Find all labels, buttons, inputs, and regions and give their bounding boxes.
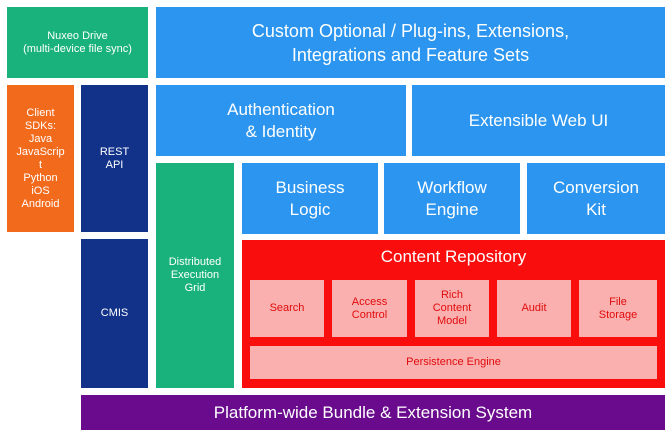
custom-optional-block: Custom Optional / Plug-ins, Extensions, … xyxy=(156,7,665,78)
persistence-engine-block: Persistence Engine xyxy=(250,346,657,379)
conversion-kit-label: Conversion Kit xyxy=(553,177,639,219)
platform-bundle-label: Platform-wide Bundle & Extension System xyxy=(213,402,533,422)
persistence-engine-label: Persistence Engine xyxy=(406,356,501,368)
client-sdks-label: Client SDKs: Java JavaScrip t Python iOS… xyxy=(16,106,65,210)
extensible-web-ui-label: Extensible Web UI xyxy=(468,110,609,130)
rich-content-model-block: Rich Content Model xyxy=(415,280,489,337)
client-sdks-block: Client SDKs: Java JavaScrip t Python iOS… xyxy=(7,85,74,232)
audit-label: Audit xyxy=(521,302,547,314)
search-block: Search xyxy=(250,280,324,337)
access-control-label: Access Control xyxy=(351,295,388,321)
workflow-engine-block: Workflow Engine xyxy=(384,163,520,234)
rich-content-model-label: Rich Content Model xyxy=(432,289,472,327)
cmis-label: CMIS xyxy=(100,307,129,319)
platform-bundle-block: Platform-wide Bundle & Extension System xyxy=(81,395,665,430)
workflow-engine-label: Workflow Engine xyxy=(417,177,487,219)
business-logic-block: Business Logic xyxy=(242,163,378,234)
file-storage-label: File Storage xyxy=(598,295,638,321)
authentication-label: Authentication & Identity xyxy=(227,99,335,141)
access-control-block: Access Control xyxy=(332,280,407,337)
rest-api-label: REST API xyxy=(99,145,130,171)
extensible-web-ui-block: Extensible Web UI xyxy=(412,85,665,156)
custom-optional-label: Custom Optional / Plug-ins, Extensions, … xyxy=(251,20,570,65)
content-repository-label: Content Repository xyxy=(380,247,527,266)
search-label: Search xyxy=(269,302,305,314)
nuxeo-drive-label: Nuxeo Drive (multi-device file sync) xyxy=(23,29,132,55)
rest-api-block: REST API xyxy=(81,85,148,232)
distributed-grid-label: Distributed Execution Grid xyxy=(168,256,222,294)
distributed-grid-block: Distributed Execution Grid xyxy=(156,163,234,388)
nuxeo-drive-block: Nuxeo Drive (multi-device file sync) xyxy=(7,7,148,78)
conversion-kit-block: Conversion Kit xyxy=(527,163,665,234)
file-storage-block: File Storage xyxy=(579,280,657,337)
business-logic-label: Business Logic xyxy=(275,177,345,219)
authentication-block: Authentication & Identity xyxy=(156,85,406,156)
cmis-block: CMIS xyxy=(81,239,148,388)
audit-block: Audit xyxy=(497,280,571,337)
